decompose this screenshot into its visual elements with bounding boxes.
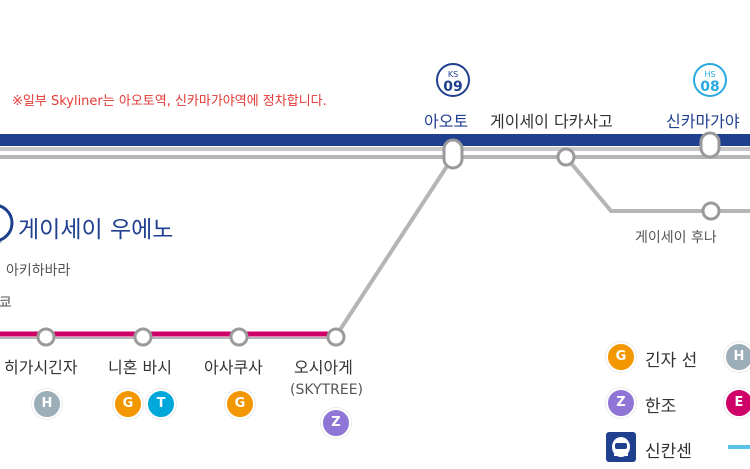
station-sublabel-oshiage-skytree: (SKYTREE) [290,382,364,398]
station-aoto-marker[interactable] [442,138,464,170]
skyliner-stop-notice: ※일부 Skyliner는 아오토역, 신카마가야역에 정차합니다. [12,94,327,109]
hibiya-line-marker: H [32,389,62,419]
station-label-keisei-takasago[interactable]: 게이세이 다카사고 [490,112,613,131]
keisei-oshiage-line [334,155,455,338]
station-label-keisei-funabashi[interactable]: 게이세이 후나 [635,230,717,246]
hanzomon-line-marker: Z [321,408,351,438]
station-shinkamagaya-marker[interactable] [699,131,721,159]
ginza-line-marker: G [225,389,255,419]
station-nihonbashi-marker[interactable] [133,327,153,347]
station-label-higashi-ginza[interactable]: 히가시긴자 [4,358,78,377]
station-label-akihabara[interactable]: 아키하바라 [6,263,71,279]
station-asakusa-marker[interactable] [229,327,249,347]
station-number-badge-aoto: KS 09 [436,63,470,97]
station-label-asakusa[interactable]: 아사쿠사 [204,358,263,377]
legend-shinkansen-label: 신칸센 [645,442,692,462]
tozai-line-marker: T [146,389,176,419]
station-oshiage-marker[interactable] [326,327,346,347]
keisei-main-branch [564,155,750,213]
legend-asakusa-icon: E [724,388,750,418]
station-label-nihonbashi[interactable]: 니혼 바시 [108,358,172,377]
station-label-aoto[interactable]: 아오토 [424,112,469,131]
station-keisei-takasago-marker[interactable] [556,147,576,167]
legend-hanzomon-icon: Z [606,388,636,418]
station-label-tokyo[interactable]: 도쿄 [0,295,12,311]
legend-hanzomon-label: 한조 [645,397,677,417]
skyliner-line [0,134,750,146]
shinkansen-train-icon [612,437,630,457]
station-keisei-funabashi-marker[interactable] [701,201,721,221]
legend-hibiya-icon: H [724,342,750,372]
station-label-keisei-ueno[interactable]: 게이세이 우에노 [18,217,174,243]
legend-ginza-label: 긴자 선 [645,351,698,371]
legend-ginza-icon: G [606,342,636,372]
station-higashi-ginza-marker[interactable] [36,327,56,347]
station-number-badge-shinkamagaya: HS 08 [693,63,727,97]
station-keisei-ueno-marker[interactable] [0,204,14,242]
station-label-oshiage[interactable]: 오시아게 [294,358,353,377]
ginza-line-marker: G [113,389,143,419]
legend-shinkansen-icon [606,432,636,462]
station-label-shinkamagaya[interactable]: 신카마가야 [666,112,740,131]
